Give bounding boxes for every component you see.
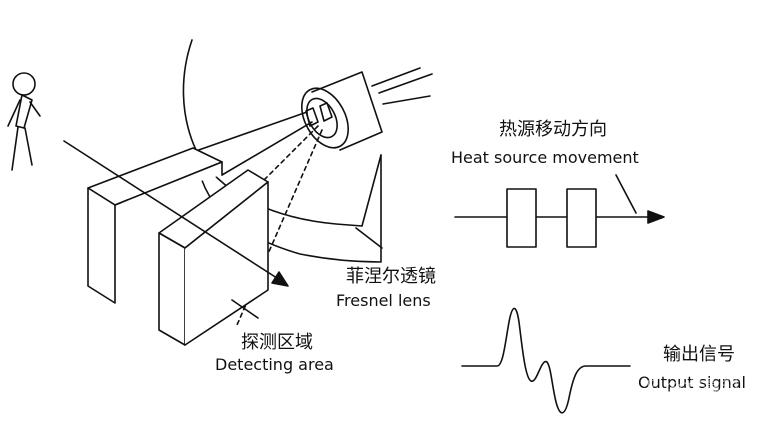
person-path-arrow-head: [271, 271, 289, 287]
output-signal-label-en: Output signal: [638, 373, 746, 392]
pir-sensor-body: [301, 67, 433, 151]
heat-source-label-en: Heat source movement: [451, 148, 639, 167]
person-path-arrow-line: [63, 140, 281, 281]
detecting-leader-line: [231, 299, 259, 319]
detecting-zone-back: [87, 147, 223, 304]
output-signal-label-cn: 输出信号: [663, 344, 735, 365]
heat-source-label-cn: 热源移动方向: [499, 119, 607, 140]
fresnel-lens-label-cn: 菲涅尔透镜: [346, 266, 436, 287]
fresnel-leader-line: [355, 227, 383, 249]
detecting-area-label-en: Detecting area: [215, 355, 334, 374]
detecting-area-label-cn: 探测区域: [241, 332, 313, 353]
fresnel-lens-label-en: Fresnel lens: [336, 291, 431, 310]
movement-indicator: [454, 174, 665, 248]
detecting-zone-front: [158, 169, 269, 346]
fresnel-lens-bottom-edge: [195, 151, 382, 263]
person-figure: [7, 72, 41, 171]
output-signal-waveform: [461, 307, 631, 414]
watermark: 知乎 @郑鑫科: [620, 378, 740, 400]
